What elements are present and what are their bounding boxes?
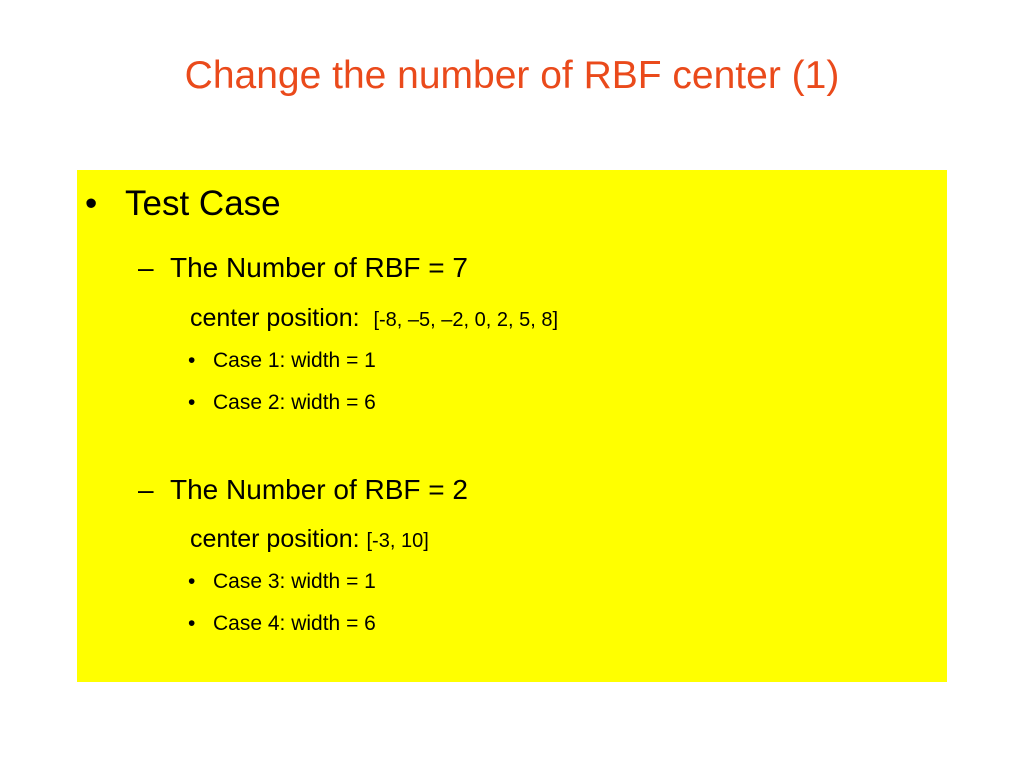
case-text: Case 1: width = 1 <box>213 349 376 372</box>
case-text: Case 4: width = 6 <box>213 612 376 635</box>
group1-item: –The Number of RBF = 7 <box>138 250 468 286</box>
center-position-values: [-3, 10] <box>366 530 429 552</box>
case-item: • Case 2: width = 6 <box>188 389 376 417</box>
case-item: • Case 3: width = 1 <box>188 568 376 596</box>
bullet-marker: • <box>85 184 98 223</box>
slide-title: Change the number of RBF center (1) <box>184 54 840 97</box>
group1-label: The Number of RBF = 7 <box>170 252 469 283</box>
content-box: •Test Case –The Number of RBF = 7 center… <box>77 170 947 682</box>
group2-label: The Number of RBF = 2 <box>170 474 469 505</box>
case-item: • Case 4: width = 6 <box>188 610 376 638</box>
case-text: Case 2: width = 6 <box>213 391 376 414</box>
bullet-item-test-case: • Test Case <box>85 183 281 225</box>
group2-item: –The Number of RBF = 2 <box>138 472 468 508</box>
center-position-label: center position: <box>190 525 360 553</box>
case-item: • Case 1: width = 1 <box>188 347 376 375</box>
dash-marker: – <box>138 474 154 505</box>
group2-center-position: center position: [-3, 10] <box>190 523 429 557</box>
center-position-values: [-8, –5, –2, 0, 2, 5, 8] <box>373 309 559 331</box>
dash-marker: – <box>138 252 154 283</box>
bullet-marker: • <box>188 570 196 593</box>
test-case-heading: Test Case <box>125 184 281 223</box>
group1-center-position: center position: [-8, –5, –2, 0, 2, 5, 8… <box>190 302 558 336</box>
bullet-marker: • <box>188 349 196 372</box>
bullet-marker: • <box>188 391 196 414</box>
center-position-label: center position: <box>190 304 360 332</box>
bullet-marker: • <box>188 612 196 635</box>
case-text: Case 3: width = 1 <box>213 570 376 593</box>
